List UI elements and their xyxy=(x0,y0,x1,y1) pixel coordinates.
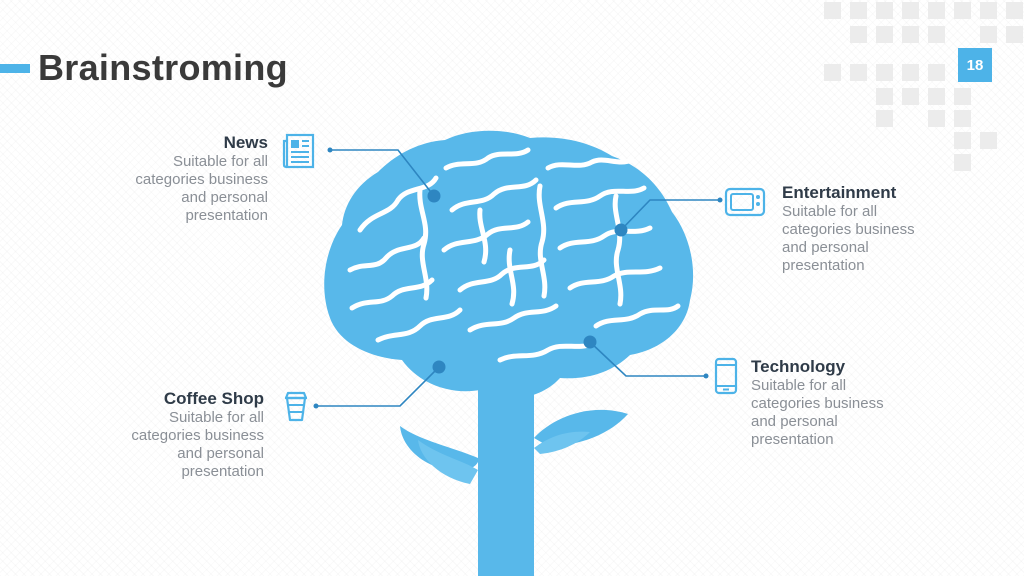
decorative-square-grid xyxy=(820,0,1024,175)
connector-dots xyxy=(313,147,723,409)
smartphone-icon xyxy=(714,357,738,395)
topic-entertainment-title: Entertainment xyxy=(782,183,897,202)
topic-technology-description: Suitable for all categories business and… xyxy=(751,377,884,448)
topic-coffee-shop-title: Coffee Shop xyxy=(163,389,264,408)
topic-technology-title: Technology xyxy=(751,357,846,376)
topic-coffee-shop-description: Suitable for all categories business and… xyxy=(131,409,264,480)
topic-news-description: Suitable for all categories business and… xyxy=(135,153,268,224)
topic-technology: Technology Suitable for all categories b… xyxy=(751,357,941,449)
topic-entertainment-description: Suitable for all categories business and… xyxy=(782,203,915,274)
topic-coffee-shop: Coffee Shop Suitable for all categories … xyxy=(96,389,264,481)
newspaper-icon xyxy=(282,133,315,169)
tree-trunk xyxy=(478,372,534,576)
topic-entertainment: Entertainment Suitable for all categorie… xyxy=(782,183,972,275)
topic-news-title: News xyxy=(223,133,268,152)
title-accent-bar xyxy=(0,64,30,73)
leaf-right-small xyxy=(534,431,590,454)
connector-lines xyxy=(316,149,720,407)
tv-icon xyxy=(724,187,766,217)
leaf-left-small xyxy=(418,440,478,484)
slide-title: Brainstroming xyxy=(38,47,288,88)
topic-news: News Suitable for all categories busines… xyxy=(100,133,268,225)
coffee-cup-icon xyxy=(284,391,308,422)
page-number-badge: 18 xyxy=(958,48,992,82)
brain-folds xyxy=(347,147,681,363)
leaf-left xyxy=(400,426,478,472)
